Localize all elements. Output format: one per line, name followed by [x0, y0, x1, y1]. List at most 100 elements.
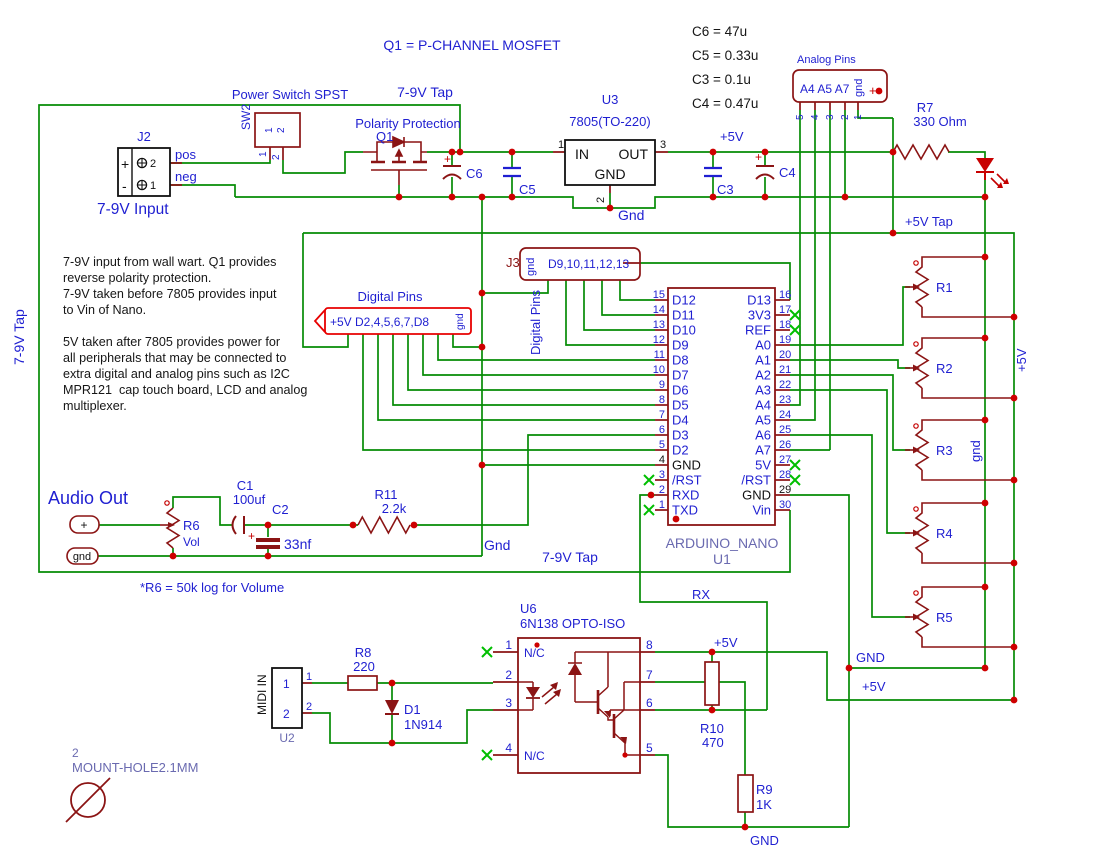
analog-pin-num-5: 5	[795, 114, 806, 120]
r10-ref: R10	[700, 721, 724, 736]
nano-pin-name: D5	[672, 398, 689, 413]
pot-ref: R5	[936, 610, 953, 625]
nano-pin-name: A3	[755, 383, 771, 398]
r8-ref: R8	[355, 645, 372, 660]
junction-dot	[478, 461, 486, 469]
nano-pin-name: A6	[755, 428, 771, 443]
junction-dot	[388, 679, 396, 687]
d1-value: 1N914	[404, 717, 442, 732]
junction-dot	[981, 416, 989, 424]
c6-ref: C6	[466, 166, 483, 181]
r11-ref: R11	[375, 487, 398, 502]
gnd-label: Gnd	[618, 207, 644, 223]
junction-dot	[709, 193, 717, 201]
nano-pin-number: 29	[779, 484, 791, 496]
nano-pin-number: 12	[653, 334, 665, 346]
sw2-pin2-num: 2	[271, 154, 282, 160]
r11-value: 2.2k	[382, 501, 407, 516]
pot-wiper-arrow	[913, 529, 920, 537]
nano-pin-number: 20	[779, 349, 791, 361]
pot-ref: R3	[936, 443, 953, 458]
analog-pin-num-2: 2	[840, 114, 851, 120]
junction-dot	[264, 521, 272, 529]
gnd-right-label: GND	[856, 650, 885, 665]
junction-dot	[981, 583, 989, 591]
nano-pin-name: Vin	[752, 503, 771, 518]
junction-dot	[606, 204, 614, 212]
u3-out: OUT	[618, 146, 648, 162]
nano-pin-number: 18	[779, 319, 791, 331]
j2-connector	[117, 147, 171, 197]
nano-pin-name: GND	[742, 488, 771, 503]
rail-5v-label: +5V	[1014, 348, 1029, 372]
note-line: reverse polarity protection.	[63, 271, 211, 285]
midi-pin2: 2	[283, 707, 290, 721]
junction-dot	[478, 289, 486, 297]
nano-pin-name: A0	[755, 338, 771, 353]
note-line: to Vin of Nano.	[63, 303, 146, 317]
nano-pin-number: 2	[659, 484, 665, 496]
u3-gnd: GND	[594, 166, 625, 182]
j2-pin1: 1	[150, 180, 156, 192]
nano-pin-name: A4	[755, 398, 771, 413]
c1-polarity: +	[248, 529, 255, 543]
nano-pin-name: REF	[745, 323, 771, 338]
c4-polarity: +	[755, 150, 762, 164]
pot-wiper-arrow	[913, 364, 920, 372]
nano-pin-name: GND	[672, 458, 701, 473]
gnd-r9-label: GND	[750, 833, 779, 848]
note-line: extra digital and analog pins such as I2…	[63, 367, 290, 381]
j2-label: 7-9V Input	[97, 201, 169, 218]
nano-pin-name: /RST	[672, 473, 702, 488]
nano-pin-name: A5	[755, 413, 771, 428]
junction-dot	[1010, 559, 1018, 567]
u6-pin1-num: 1	[505, 638, 512, 652]
junction-dot	[169, 552, 177, 560]
nano-pin-name: D4	[672, 413, 689, 428]
c1-cap	[231, 515, 245, 535]
c2-ref: C2	[272, 502, 289, 517]
mount-hole	[65, 777, 111, 823]
j2-plus: +	[121, 156, 129, 172]
junction-dot	[478, 343, 486, 351]
pot-r4	[914, 502, 1014, 564]
audio-gnd-terminal	[66, 547, 99, 565]
switch-label: Power Switch SPST	[232, 87, 348, 102]
note-paragraph-1: 7-9V input from wall wart. Q1 providesre…	[63, 255, 277, 317]
c6-cap	[442, 165, 462, 180]
nano-value: ARDUINO_NANO	[666, 535, 779, 551]
analog-header-title: Analog Pins	[797, 54, 856, 66]
plus5-r10-label: +5V	[714, 635, 738, 650]
nano-pin-number: 27	[779, 454, 791, 466]
u3-ref: U3	[602, 92, 619, 107]
tap-left-label: 7-9V Tap	[11, 309, 27, 365]
note-line: 5V taken after 7805 provides power for	[63, 335, 280, 349]
nano-pin-name: D6	[672, 383, 689, 398]
nano-pin-number: 6	[659, 424, 665, 436]
note-paragraph-2: 5V taken after 7805 provides power foral…	[63, 335, 307, 413]
c1-ref: C1	[237, 478, 254, 493]
junction-dot	[448, 148, 456, 156]
u3-value: 7805(TO-220)	[569, 114, 650, 129]
note-line: MPR121 cap touch board, LCD and analog	[63, 383, 307, 397]
u6-nc-bottom: N/C	[524, 749, 545, 763]
junction-dot	[889, 148, 897, 156]
components-layer	[65, 69, 1009, 823]
nano-pin-name: A2	[755, 368, 771, 383]
nano-pin-number: 14	[653, 304, 665, 316]
tap-top-label: 7-9V Tap	[397, 84, 453, 100]
c6-polarity: +	[444, 152, 451, 166]
junction-dot	[875, 87, 883, 95]
nano-pin-number: 3	[659, 469, 665, 481]
pot-r5	[914, 586, 1014, 648]
nano-body	[667, 287, 776, 526]
pot-wiper-dot	[913, 341, 919, 347]
nano-pin-name: /RST	[741, 473, 771, 488]
junction-dot	[841, 193, 849, 201]
pot-wiper-dot	[913, 506, 919, 512]
j3-text: D9,10,11,12,13	[548, 257, 630, 271]
nano-pin-name: D10	[672, 323, 696, 338]
q1-mosfet	[363, 135, 427, 185]
pot-wiper-dot	[913, 590, 919, 596]
junction-dot	[709, 148, 717, 156]
